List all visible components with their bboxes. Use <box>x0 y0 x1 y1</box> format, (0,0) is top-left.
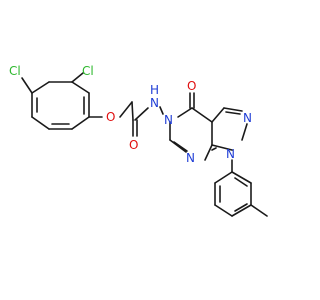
nitrogen-atom-pyrazole-bottom: N <box>226 147 235 161</box>
pyrazolopyrimidine-core <box>159 92 248 161</box>
nitrogen-atom-ring: N <box>164 113 173 127</box>
chlorine-atom-left: Cl <box>9 64 21 78</box>
oxygen-atom-ether: O <box>106 110 115 124</box>
hydrogen-atom-amide: H <box>150 83 159 97</box>
nitrogen-atom-pyrazole-top: N <box>243 111 252 125</box>
dichlorophenyl-ring <box>21 72 103 130</box>
nitrogen-atom-pyrimidine: N <box>186 151 195 165</box>
oxygen-atom-ketone: O <box>187 79 196 93</box>
nitrogen-atom-amide: N <box>150 96 159 110</box>
atom-labels: Cl Cl O O N H O N N N N <box>9 64 252 165</box>
tolyl-ring <box>214 159 268 217</box>
acetamide-linker <box>119 101 149 137</box>
oxygen-atom-amide: O <box>129 138 138 152</box>
chlorine-atom-top: Cl <box>82 64 94 78</box>
molecule-structure: Cl Cl O O N H O N N N N <box>9 64 268 217</box>
